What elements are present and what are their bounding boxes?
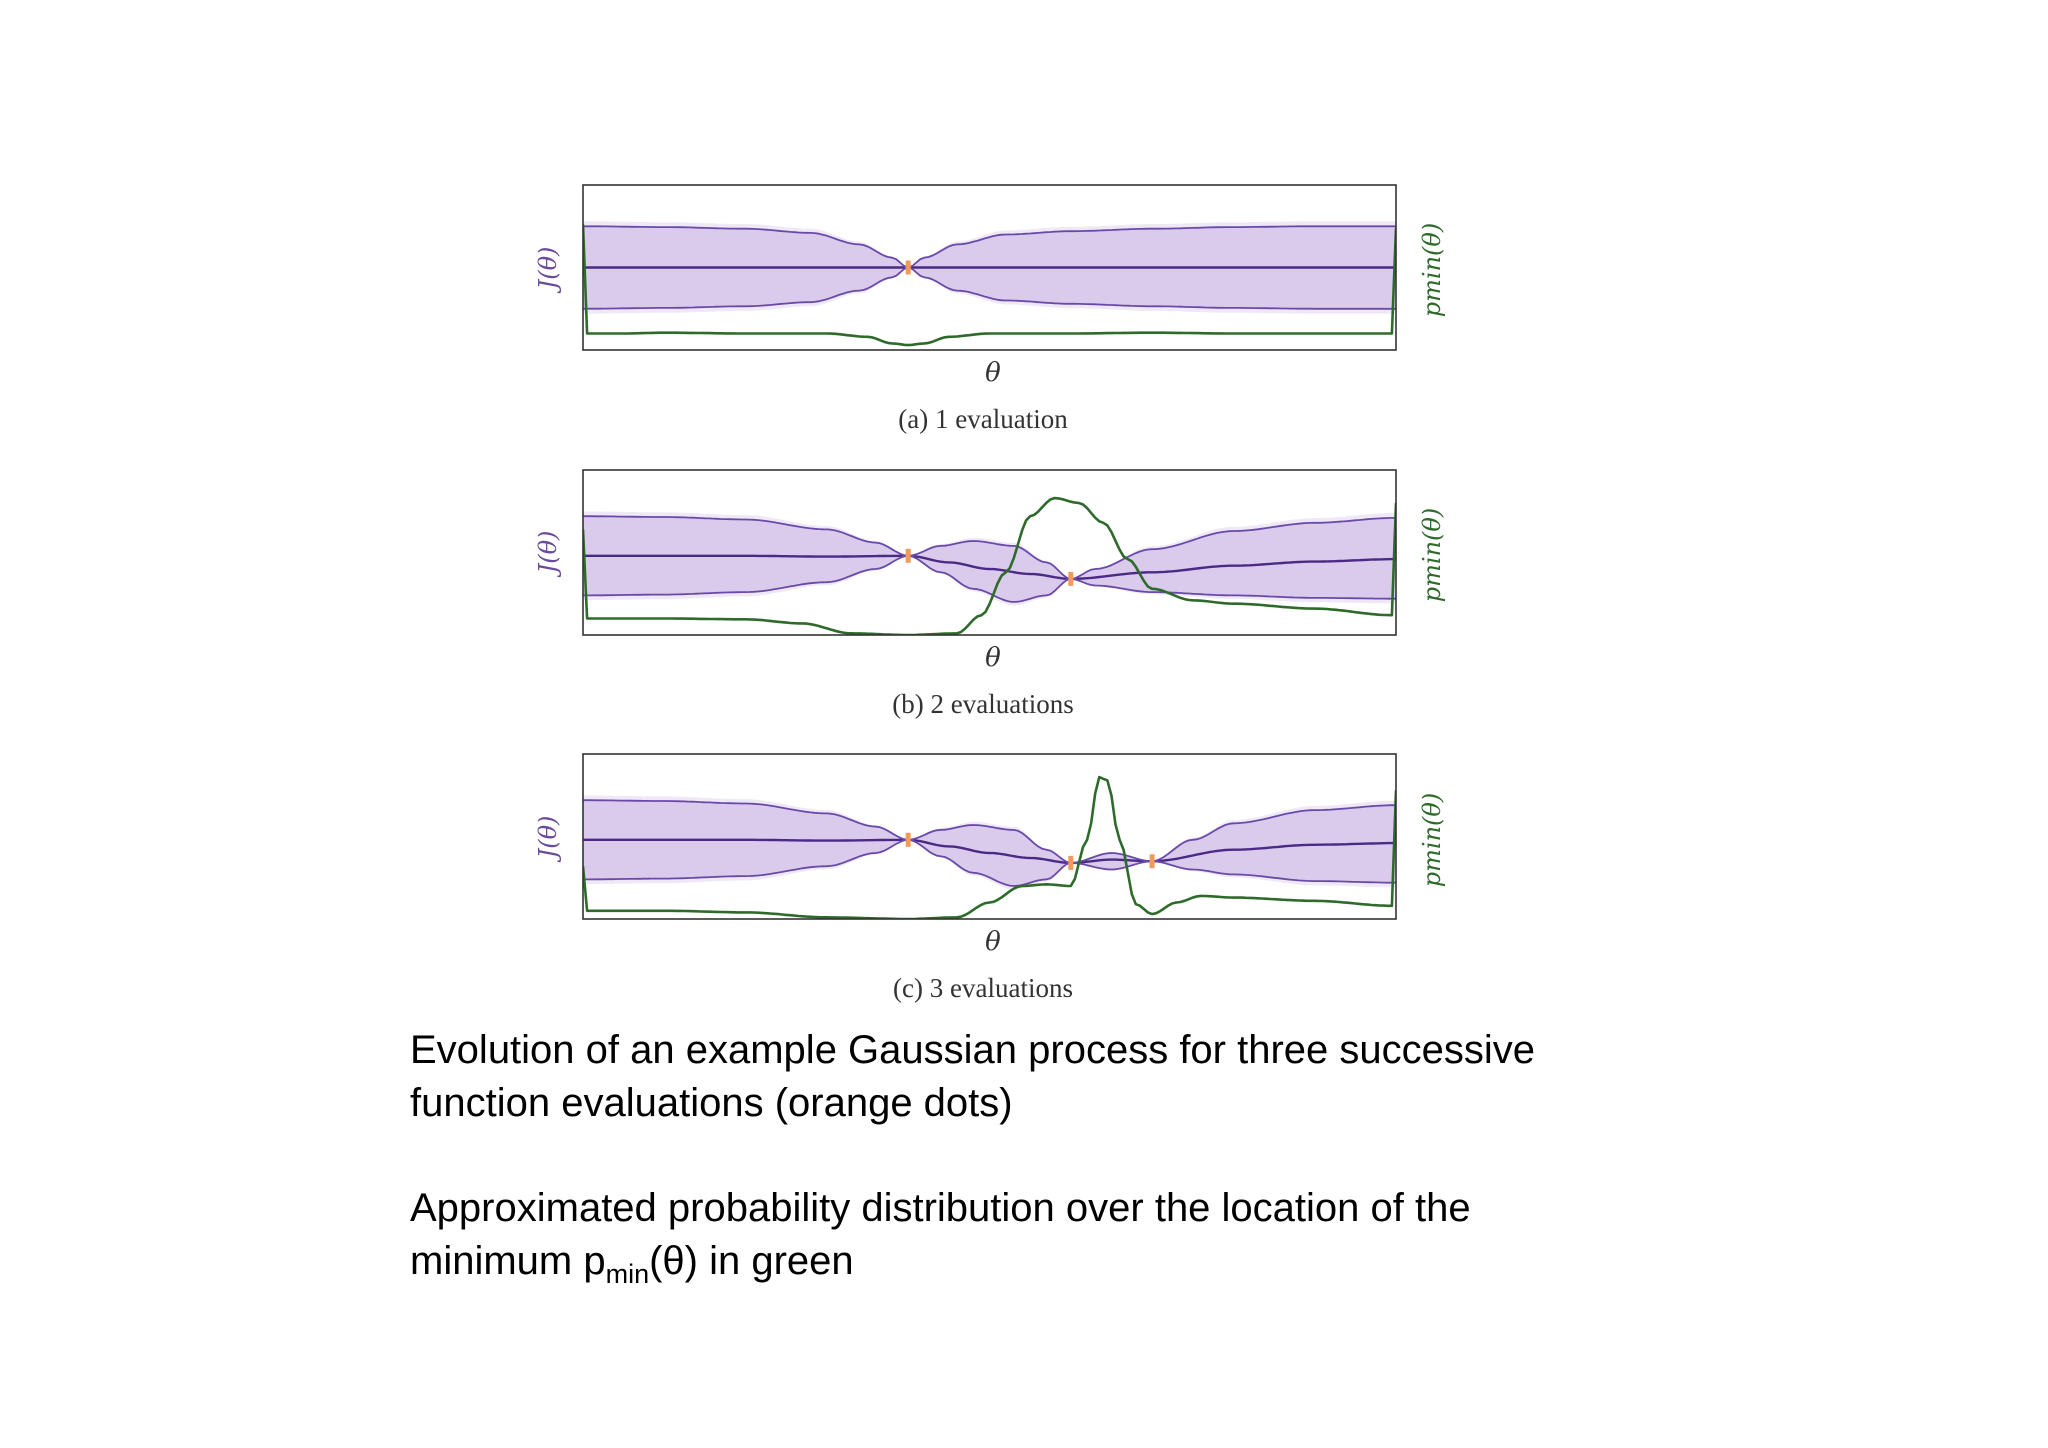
panel-c-lower-line <box>583 838 1396 887</box>
caption-line-2: function evaluations (orange dots) <box>410 1081 1013 1125</box>
panel-c-pmin-line <box>583 775 1396 919</box>
panel-b-ylabel-right: pmin(θ) <box>1418 507 1446 603</box>
panel-a-subcaption: (a) 1 evaluation <box>898 404 1068 434</box>
panel-a-pmin-line <box>583 224 1396 347</box>
panel-c-uncertainty-band <box>583 800 1396 886</box>
panel-c-evaluation-point-3 <box>1149 854 1155 869</box>
panel-b-evaluation-point-2 <box>1068 571 1074 586</box>
panel-c-mean-line <box>583 838 1396 865</box>
panel-b-ylabel-left: J(θ) <box>534 530 562 574</box>
panel-b-mean-line <box>583 554 1396 581</box>
caption-line-4-prefix: minimum p <box>410 1239 606 1283</box>
panel-b-uncertainty-band <box>583 516 1396 602</box>
panel-a-ylabel-right: pmin(θ) <box>1418 222 1446 318</box>
panel-c-upper-line <box>583 799 1396 864</box>
panel-a-upper-line <box>583 225 1396 269</box>
panel-b-upper-line <box>583 515 1396 580</box>
panel-c-frame <box>582 753 1397 920</box>
panel-c-evaluation-point-2 <box>1068 855 1074 870</box>
panel-a-ylabel-left: J(θ) <box>534 246 562 290</box>
panel-a-evaluation-point-1 <box>905 260 911 275</box>
panel-c-subcaption: (c) 3 evaluations <box>893 973 1073 1003</box>
panel-b-evaluation-point-1 <box>905 548 911 563</box>
panel-a-lower-line <box>583 266 1396 310</box>
panel-a-xlabel: θ <box>985 358 1001 388</box>
panel-b-lower-line <box>583 554 1396 603</box>
panel-b-xlabel: θ <box>985 643 1001 673</box>
panel-b-pmin-line <box>583 496 1396 635</box>
caption-line-4-suffix: (θ) in green <box>649 1239 854 1283</box>
panel-c-ylabel-left: J(θ) <box>534 815 562 859</box>
panel-c-evaluation-point-1 <box>905 832 911 847</box>
panel-c-chart <box>582 753 1397 920</box>
caption-line-3: Approximated probability distribution ov… <box>410 1186 1471 1230</box>
panel-b-frame <box>582 469 1397 636</box>
panel-c-ylabel-right: pmin(θ) <box>1418 792 1446 888</box>
panel-c-xlabel: θ <box>985 927 1001 957</box>
panel-b-subcaption: (b) 2 evaluations <box>892 689 1074 719</box>
caption-line-4-subscript: min <box>605 1259 650 1289</box>
figure-caption: Evolution of an example Gaussian process… <box>410 1024 1710 1288</box>
panel-a-frame <box>582 184 1397 351</box>
caption-line-1: Evolution of an example Gaussian process… <box>410 1028 1536 1072</box>
panel-b-chart <box>582 469 1397 636</box>
caption-line-4: minimum pmin(θ) in green <box>410 1235 1710 1288</box>
panel-a-chart <box>582 184 1397 351</box>
